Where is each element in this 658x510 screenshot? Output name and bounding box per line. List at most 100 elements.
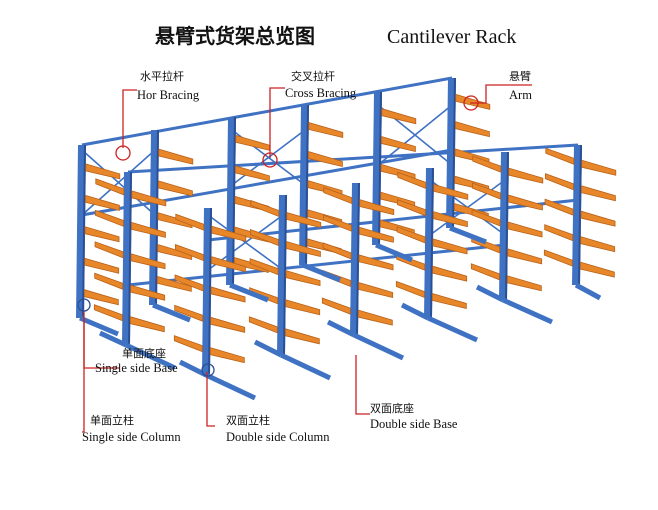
arm-back (545, 173, 574, 191)
arm (285, 270, 321, 287)
column-upright (350, 182, 360, 336)
base-foot (152, 302, 191, 323)
arm (507, 248, 543, 265)
arm (286, 211, 322, 228)
label-cross-bracing-en: Cross Bracing (285, 86, 357, 100)
label-cross-bracing-zh: 交叉拉杆 (291, 69, 335, 83)
arm-back (395, 280, 425, 299)
arm (433, 183, 469, 200)
label-arm-en: Arm (509, 88, 532, 102)
arm (235, 134, 271, 151)
arm (131, 190, 167, 207)
column-upright (76, 144, 86, 319)
arm (508, 194, 543, 211)
column-upright (372, 91, 382, 246)
arm-back (174, 304, 204, 322)
bases-group (79, 225, 602, 401)
leader-cross-bracing (269, 87, 285, 158)
arm (85, 194, 120, 211)
arm (579, 261, 615, 278)
arm (433, 211, 468, 228)
base-foot (426, 315, 479, 343)
arm (130, 284, 166, 301)
arm (455, 121, 490, 138)
column-upright (446, 77, 456, 229)
label-single-side-base-en: Single side Base (95, 361, 178, 375)
column-edge (452, 77, 456, 229)
arm-back (471, 209, 501, 227)
arm (286, 241, 321, 258)
label-double-side-base-en: Double side Base (370, 417, 458, 431)
arm-back (397, 199, 426, 217)
column-edge (430, 167, 434, 319)
label-single-side-column-en: Single side Column (82, 430, 181, 444)
arm (129, 316, 165, 333)
arm (83, 289, 119, 306)
column-edge (578, 144, 582, 286)
column-edge (305, 104, 309, 266)
arm (432, 238, 468, 255)
column-edge (356, 182, 360, 336)
cross-bracing (231, 129, 306, 186)
label-single-side-column-zh: 单面立柱 (90, 413, 134, 427)
horizontal-bracing (127, 143, 579, 174)
column-edge (155, 129, 159, 306)
base-foot-back (98, 330, 128, 348)
arm (455, 93, 491, 110)
arm (431, 292, 467, 309)
base-foot (352, 332, 405, 361)
arm (85, 163, 121, 180)
arm-back (175, 213, 205, 231)
base-foot (302, 262, 341, 283)
arm (210, 286, 246, 303)
column-upright (122, 171, 132, 346)
column-upright (424, 167, 434, 319)
horizontal-bracing (81, 148, 453, 217)
column-edge (232, 116, 236, 286)
column-upright (277, 194, 287, 356)
leader-circles (115, 95, 479, 168)
cross-bracing (377, 104, 453, 166)
arm-back (396, 226, 426, 244)
title-chinese: 悬臂式货架总览图 (155, 24, 315, 48)
arm (158, 148, 194, 165)
arm (211, 225, 247, 242)
base-foot (279, 352, 332, 381)
leader-hor-bracing (122, 89, 137, 148)
arm (506, 275, 542, 292)
arm (581, 185, 616, 202)
arm-back (323, 214, 352, 232)
arm (209, 347, 245, 364)
arm (357, 309, 393, 326)
base-foot (574, 282, 602, 301)
callout-circle-arm (463, 95, 479, 111)
horizontal-bracing (207, 198, 579, 242)
leader-lines (82, 84, 532, 433)
label-single-side-base-zh: 单面底座 (122, 346, 166, 360)
arm (581, 159, 617, 176)
arm-back (544, 198, 574, 216)
label-double-side-column-zh: 双面立柱 (226, 413, 270, 427)
arm (580, 210, 616, 227)
horizontal-bracing (81, 76, 453, 147)
base-foot-back (253, 339, 283, 358)
base-foot (449, 225, 487, 245)
label-hor-bracing-zh: 水平拉杆 (140, 69, 184, 83)
label-double-side-column-en: Double side Column (226, 430, 330, 444)
arm-back (250, 199, 280, 218)
base-foot (229, 282, 269, 303)
arm (84, 226, 120, 243)
arm-back (250, 228, 279, 247)
arm-back (173, 335, 203, 353)
column-edge (505, 151, 509, 301)
arm-back (95, 209, 124, 227)
arm (211, 256, 246, 273)
arm-back (472, 155, 502, 173)
column-upright (499, 151, 509, 301)
arm (359, 226, 394, 243)
base-foot-back (326, 319, 356, 338)
arms-group (83, 93, 617, 364)
columns-group (76, 77, 582, 376)
